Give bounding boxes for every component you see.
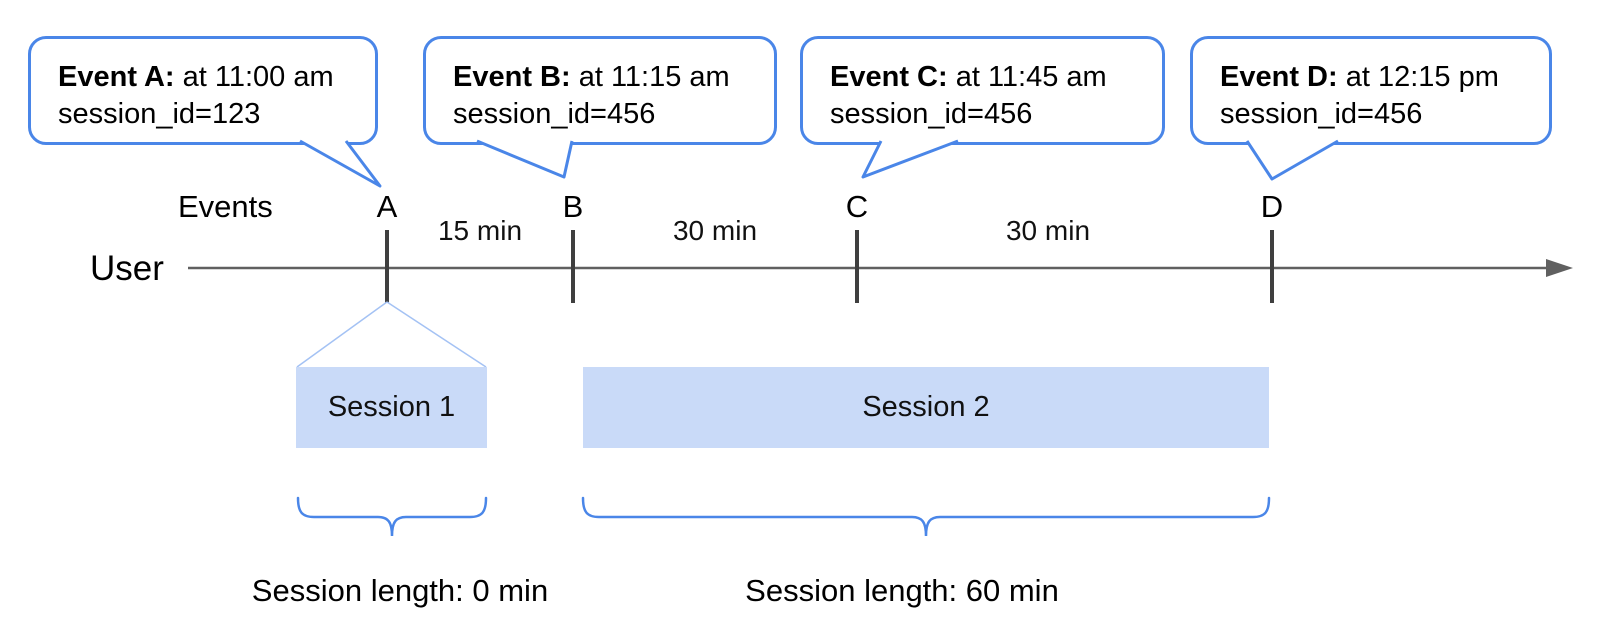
callout-session-id: session_id=123 bbox=[58, 98, 261, 130]
callout-session-id: session_id=456 bbox=[1220, 98, 1423, 130]
event-marker-d: D bbox=[1260, 189, 1284, 224]
callout-time: at 11:00 am bbox=[182, 61, 334, 93]
callout-tail-a bbox=[299, 139, 382, 188]
session-2-brace bbox=[581, 496, 1271, 537]
callout-time: at 11:45 am bbox=[955, 61, 1107, 93]
event-callout-a: Event A: at 11:00 am session_id=123 bbox=[28, 36, 378, 145]
events-axis-label: Events bbox=[178, 189, 273, 224]
session-1-brace bbox=[296, 496, 488, 537]
session-1-label: Session 1 bbox=[327, 391, 456, 423]
callout-tail-c bbox=[861, 139, 959, 179]
session-2-label: Session 2 bbox=[862, 391, 990, 423]
event-callout-b: Event B: at 11:15 am session_id=456 bbox=[423, 36, 777, 145]
interval-label-ab: 15 min bbox=[437, 215, 523, 246]
interval-label-bc: 30 min bbox=[672, 215, 758, 246]
session-1-length-label: Session length: 0 min bbox=[251, 573, 549, 608]
session-2-bar: Session 2 bbox=[583, 367, 1269, 448]
callout-title: Event A: bbox=[58, 61, 175, 93]
event-marker-b: B bbox=[562, 189, 584, 224]
callout-session-id: session_id=456 bbox=[453, 98, 656, 130]
event-marker-a: A bbox=[376, 189, 398, 224]
callout-title: Event B: bbox=[453, 61, 571, 93]
callout-title: Event D: bbox=[1220, 61, 1338, 93]
session-2-length-label: Session length: 60 min bbox=[745, 573, 1059, 608]
callout-tail-b bbox=[476, 139, 574, 179]
interval-label-cd: 30 min bbox=[1005, 215, 1091, 246]
callout-time: at 12:15 pm bbox=[1345, 61, 1499, 93]
event-callout-d: Event D: at 12:15 pm session_id=456 bbox=[1190, 36, 1552, 145]
funnel-line-right bbox=[386, 301, 487, 368]
event-marker-c: C bbox=[845, 189, 869, 224]
user-axis-label: User bbox=[90, 249, 164, 288]
timeline-arrowhead-icon bbox=[1546, 259, 1573, 277]
callout-tail-d bbox=[1245, 139, 1339, 181]
event-callout-c: Event C: at 11:45 am session_id=456 bbox=[800, 36, 1165, 145]
callout-session-id: session_id=456 bbox=[830, 98, 1033, 130]
session-1-bar: Session 1 bbox=[296, 367, 487, 448]
callout-time: at 11:15 am bbox=[578, 61, 730, 93]
funnel-line-left bbox=[296, 301, 388, 368]
callout-title: Event C: bbox=[830, 61, 948, 93]
